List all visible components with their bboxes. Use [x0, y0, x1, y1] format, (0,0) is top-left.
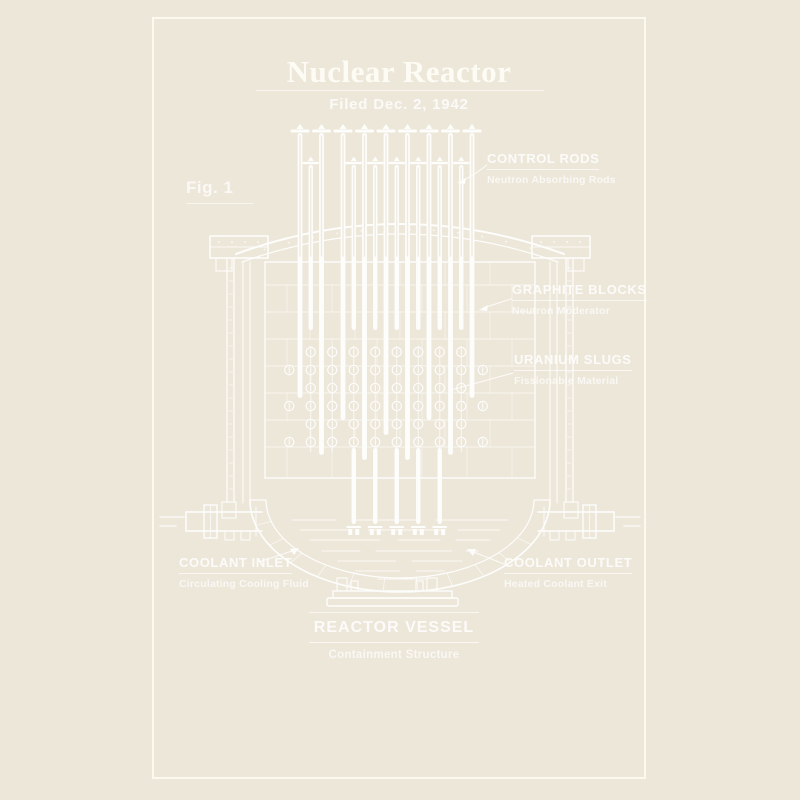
callout-control-rods-subtitle: Neutron Absorbing Rods: [487, 174, 616, 186]
leader-lines: [258, 164, 514, 565]
callout-control-rods: CONTROL RODS Neutron Absorbing Rods: [487, 150, 616, 186]
vessel-rule-bottom: [309, 642, 479, 643]
fuel-channel-drawing: [310, 345, 462, 453]
callout-coolant-inlet: COOLANT INLET Circulating Cooling Fluid: [179, 554, 309, 590]
vessel-wall-drawing: [221, 257, 579, 519]
figure-number-label: Fig. 1: [186, 178, 254, 204]
poster-border-frame: [152, 17, 646, 779]
page-title: Nuclear Reactor: [286, 54, 512, 89]
callout-graphite-blocks-subtitle: Neutron Moderator: [512, 305, 610, 317]
callout-coolant-inlet-subtitle: Circulating Cooling Fluid: [179, 578, 309, 590]
callout-uranium-slugs-title: URANIUM SLUGS: [514, 352, 632, 371]
callout-graphite-blocks: GRAPHITE BLOCKS Neutron Moderator: [512, 281, 647, 317]
callout-reactor-vessel-subtitle: Containment Structure: [328, 649, 460, 661]
coolant-pipes-drawing: [159, 504, 641, 541]
control-rods-drawing: [290, 124, 482, 535]
filing-date: Filed Dec. 2, 1942: [329, 96, 469, 113]
callout-coolant-outlet-title: COOLANT OUTLET: [504, 555, 633, 574]
vessel-rule-top: [309, 612, 479, 613]
support-stand-drawing: [326, 577, 459, 607]
coolant-water-lines: [291, 519, 509, 580]
callout-control-rods-title: CONTROL RODS: [487, 151, 600, 170]
callout-coolant-outlet-subtitle: Heated Coolant Exit: [504, 578, 607, 590]
callout-uranium-slugs-subtitle: Fissionable Material: [514, 375, 619, 387]
callout-coolant-outlet: COOLANT OUTLET Heated Coolant Exit: [504, 554, 633, 590]
callout-graphite-blocks-title: GRAPHITE BLOCKS: [512, 282, 647, 301]
callout-coolant-inlet-title: COOLANT INLET: [179, 555, 293, 574]
callout-reactor-vessel-title: REACTOR VESSEL: [313, 619, 475, 636]
reactor-bowl-drawing: [249, 499, 551, 593]
callout-uranium-slugs: URANIUM SLUGS Fissionable Material: [514, 351, 632, 387]
uranium-slugs-drawing: [284, 346, 488, 448]
callout-reactor-vessel: REACTOR VESSEL Containment Structure: [309, 612, 479, 661]
title-rule: [256, 90, 544, 91]
